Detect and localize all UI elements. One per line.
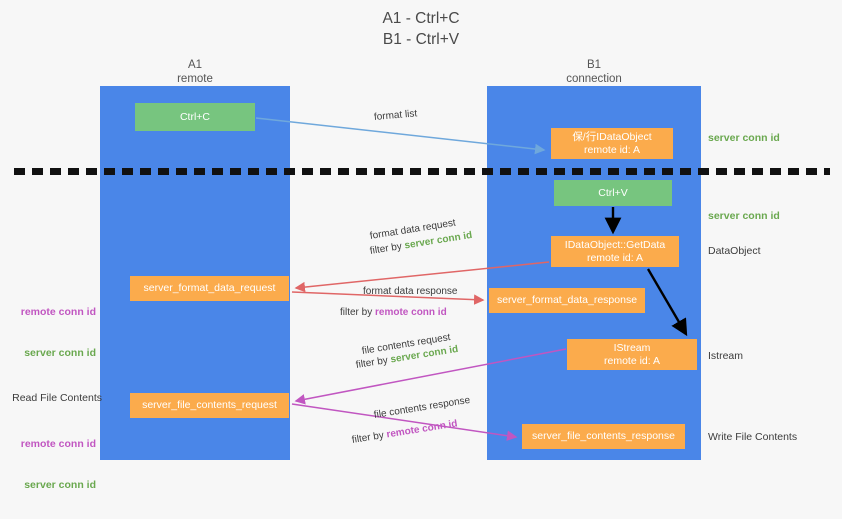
label-right-server-conn-id-2: server conn id <box>708 210 780 222</box>
box-server-file-contents-request[interactable]: server_file_contents_request <box>130 393 289 418</box>
label-left-server-conn-id-2: server conn id <box>24 478 96 491</box>
label-left-conn-ids-1: remote conn id server conn id <box>8 279 96 387</box>
box-server-file-contents-response[interactable]: server_file_contents_response <box>522 424 685 449</box>
box-ctrl-c[interactable]: Ctrl+C <box>135 103 255 131</box>
label-left-remote-conn-id-2: remote conn id <box>20 438 96 450</box>
arrow-label-format-data-response-filter: filter by remote conn id <box>340 306 447 319</box>
arrow-label-format-list: format list <box>373 108 418 123</box>
box-idataobject-getdata[interactable]: IDataObject::GetData remote id: A <box>551 236 679 267</box>
arrow-label-format-data-response: format data response <box>363 286 458 297</box>
filter-value-remote-conn-id: remote conn id <box>375 307 447 318</box>
arrow-label-file-contents-response-filter: filter by remote conn id <box>351 417 458 447</box>
label-left-remote-conn-id-1: remote conn id <box>20 306 96 318</box>
label-right-write-file-contents: Write File Contents <box>708 431 798 443</box>
filter-prefix: filter by <box>340 307 376 318</box>
box-istream[interactable]: IStream remote id: A <box>567 339 697 370</box>
filter-prefix: filter by <box>369 240 406 257</box>
label-left-server-conn-id-1: server conn id <box>24 346 96 359</box>
page-title: A1 - Ctrl+C B1 - Ctrl+V <box>382 10 460 48</box>
box-server-format-data-response[interactable]: server_format_data_response <box>489 288 645 313</box>
filter-value-remote-conn-id: remote conn id <box>385 418 459 441</box>
label-right-istream: Istream <box>708 350 744 362</box>
box-idataobject[interactable]: 保/行IDataObject remote id: A <box>551 128 673 159</box>
filter-prefix: filter by <box>355 354 392 371</box>
diagram-canvas: A1 - Ctrl+C B1 - Ctrl+V A1 remote B1 con… <box>8 10 830 491</box>
dashed-divider <box>14 168 830 175</box>
box-server-format-data-request[interactable]: server_format_data_request <box>130 276 289 301</box>
label-right-dataobject: DataObject <box>708 245 761 257</box>
label-left-conn-ids-2: remote conn id server conn id <box>8 411 96 519</box>
box-ctrl-v[interactable]: Ctrl+V <box>554 180 672 206</box>
label-right-server-conn-id-1: server conn id <box>708 132 780 144</box>
lane-header-b1: B1 connection <box>566 59 622 85</box>
lane-header-a1: A1 remote <box>177 59 213 85</box>
filter-prefix: filter by <box>351 429 388 446</box>
label-left-read-file-contents: Read File Contents <box>12 392 102 404</box>
